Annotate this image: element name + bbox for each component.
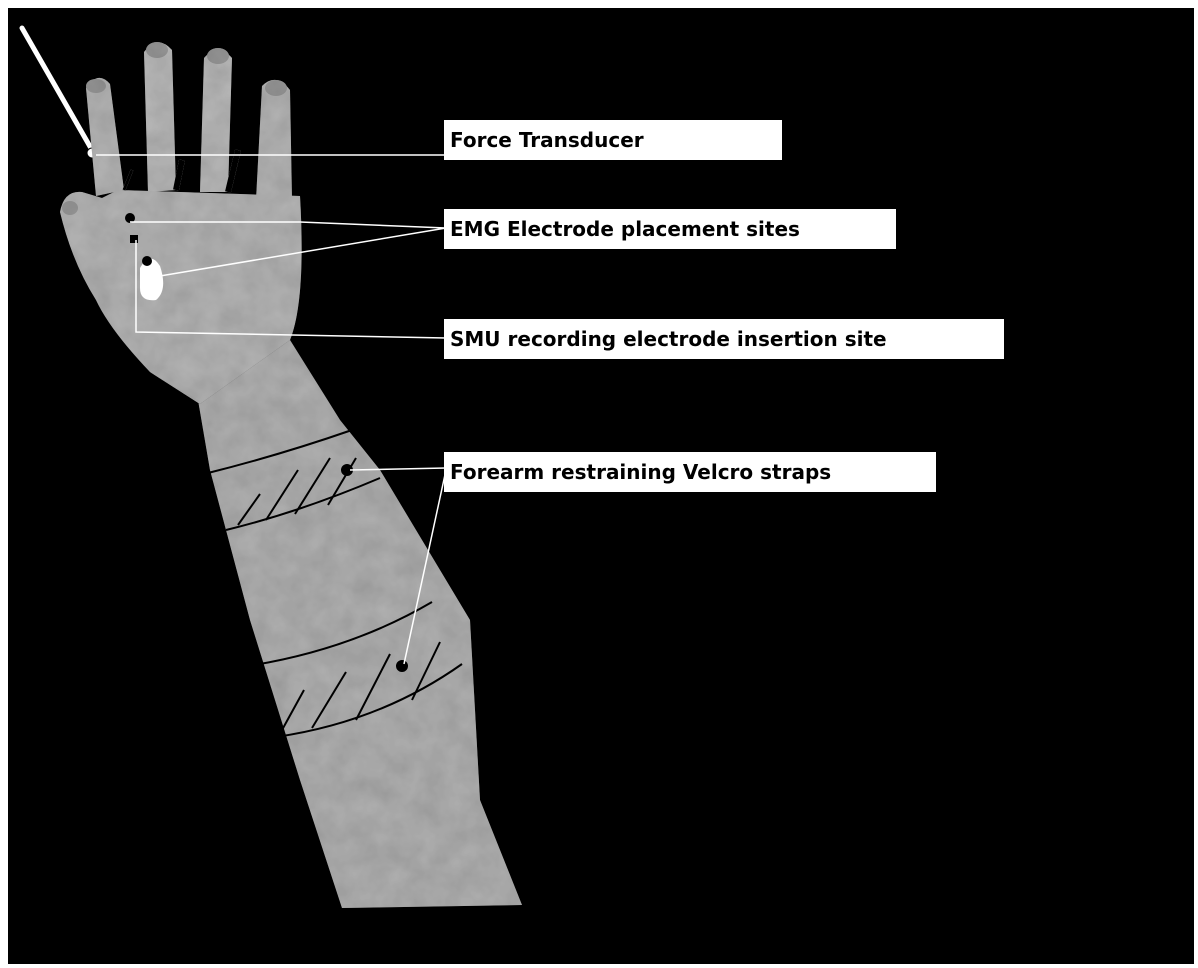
emg-electrode-dot-2 (142, 256, 152, 266)
little-finger (86, 78, 124, 196)
smu-electrode-marker (130, 235, 138, 243)
middle-finger (200, 50, 232, 192)
velcro-straps-label: Forearm restraining Velcro straps (444, 452, 936, 492)
force-transducer-label: Force Transducer (444, 120, 782, 160)
force-transducer-rod (22, 28, 97, 158)
emg-electrode-label: EMG Electrode placement sites (444, 209, 896, 249)
index-finger (256, 80, 292, 200)
forearm (150, 340, 522, 908)
smu-electrode-label: SMU recording electrode insertion site (444, 319, 1004, 359)
ring-finger (144, 42, 176, 192)
